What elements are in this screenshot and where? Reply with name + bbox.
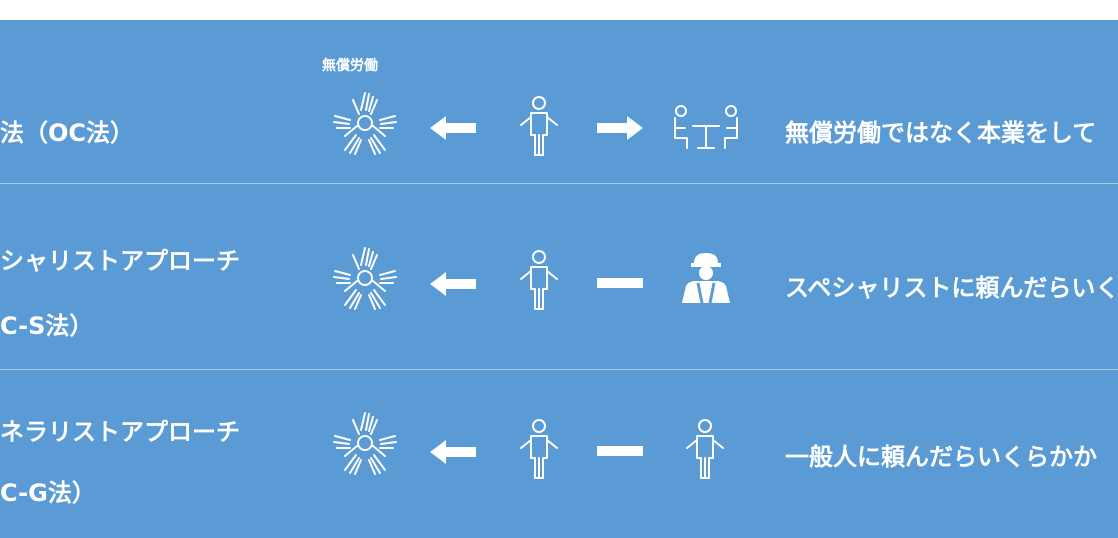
row2-description: スペシャリストに頼んだらいく <box>785 274 1118 302</box>
hands-circle-icon <box>325 245 405 311</box>
method-oc-label: 法（OC法） <box>0 119 135 147</box>
person-icon <box>519 95 559 157</box>
arrow-left-icon <box>430 272 476 296</box>
row-divider <box>0 183 1118 184</box>
arrow-right-icon <box>597 116 643 140</box>
row-divider <box>0 369 1118 370</box>
person-icon <box>685 418 725 480</box>
arrow-left-icon <box>430 116 476 140</box>
worker-helmet-icon <box>680 253 732 305</box>
row1-description: 無償労働ではなく本業をして <box>785 119 1097 147</box>
unpaid-labor-label: 無償労働 <box>322 58 378 74</box>
dash-icon <box>597 278 643 288</box>
person-icon <box>519 418 559 480</box>
row3-description: 一般人に頼んだらいくらかか <box>785 443 1097 471</box>
method-cs-label-line2: C-S法） <box>0 312 94 340</box>
hands-circle-icon <box>325 410 405 476</box>
arrow-left-icon <box>430 440 476 464</box>
method-cg-label-line1: ネラリストアプローチ <box>0 418 240 446</box>
method-cs-label-line1: シャリストアプローチ <box>0 247 240 275</box>
meeting-people-icon <box>671 104 741 150</box>
dash-icon <box>597 446 643 456</box>
method-cg-label-line2: C-G法） <box>0 479 96 507</box>
person-icon <box>519 249 559 311</box>
hands-circle-icon <box>325 90 405 156</box>
diagram-panel <box>0 20 1118 538</box>
